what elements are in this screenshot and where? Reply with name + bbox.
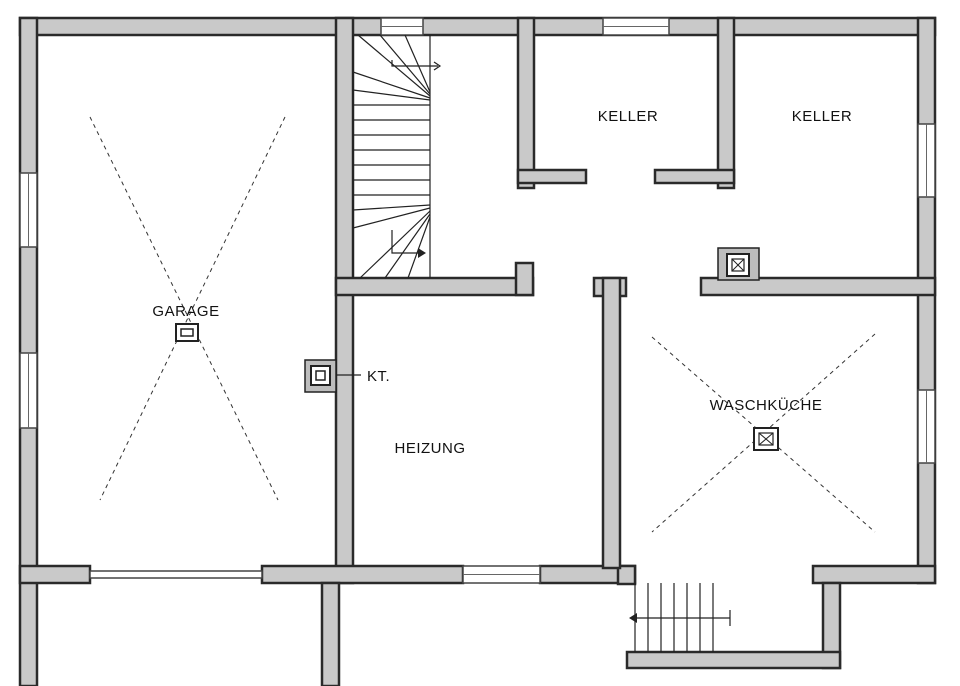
wall-top <box>18 16 937 37</box>
label-garage: GARAGE <box>152 303 219 320</box>
wall-keller-divider <box>716 16 736 190</box>
walls <box>18 16 937 686</box>
chimney-kt-symbol <box>304 359 361 393</box>
label-keller-1: KELLER <box>598 108 659 125</box>
wall-left <box>18 16 39 686</box>
entry-staircase <box>629 583 731 652</box>
wall-right <box>916 16 937 585</box>
wall-stair-bottom <box>334 276 535 297</box>
label-heizung: HEIZUNG <box>395 440 466 457</box>
wall-lower-left <box>320 581 341 686</box>
label-waschkueche: WASCHKÜCHE <box>710 396 823 414</box>
wall-stair-stub <box>514 261 535 297</box>
wall-garage-divider <box>334 16 355 585</box>
wall-bottom-1 <box>18 564 92 585</box>
ceiling-lines <box>89 116 876 533</box>
label-kt: KT. <box>367 368 390 385</box>
waschkueche-drain-symbol <box>753 427 779 451</box>
wall-waschkueche-top <box>699 276 937 297</box>
main-staircase <box>352 34 442 279</box>
garage-drain-symbol <box>175 323 199 342</box>
windows <box>19 17 936 584</box>
wall-keller1-left <box>516 16 536 190</box>
wall-bottom-2 <box>260 564 465 585</box>
wall-partition <box>601 276 622 570</box>
wall-keller1-stub-right <box>653 168 736 185</box>
wall-keller1-stub-left <box>516 168 588 185</box>
garage-door <box>89 570 263 579</box>
label-keller-2: KELLER <box>792 108 853 125</box>
wall-bottom-4 <box>811 564 937 585</box>
wall-entry-left <box>616 564 637 586</box>
chimney-symbol <box>717 247 760 281</box>
room-labels: GARAGE KELLER KELLER HEIZUNG WASCHKÜCHE … <box>152 108 853 457</box>
wall-entry-bottom <box>625 650 842 670</box>
